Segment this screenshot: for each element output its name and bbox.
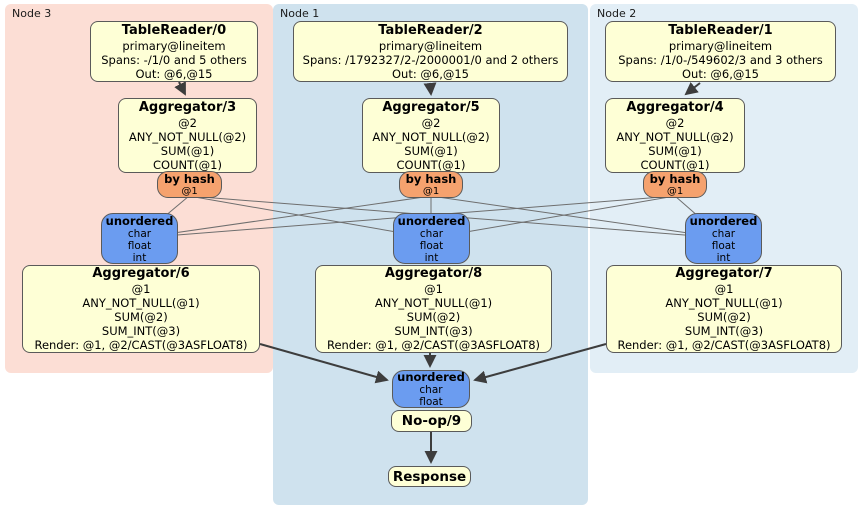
processor-detail: Spans: /1792327/2-/2000001/0 and 2 other…: [302, 52, 559, 67]
router-columns: @1: [181, 185, 198, 197]
processor-detail: @1: [714, 282, 734, 296]
sync-unordered-node3: unordered char float int: [101, 213, 178, 264]
router-columns: @1: [422, 185, 440, 197]
router-by-hash-node3: by hash @1: [157, 171, 222, 198]
processor-detail: ANY_NOT_NULL(@2): [128, 129, 247, 144]
processor-detail: COUNT(@1): [640, 157, 710, 172]
router-title: by hash: [405, 171, 457, 186]
router-by-hash-node1: by hash @1: [399, 171, 463, 198]
processor-detail: SUM(@2): [406, 310, 461, 324]
processor-aggregator-8: Aggregator/8 @1 ANY_NOT_NULL(@1) SUM(@2)…: [315, 265, 552, 353]
sync-unordered-final: unordered char float: [392, 370, 470, 408]
sync-type: float: [711, 239, 736, 252]
sync-type: int: [132, 251, 147, 264]
processor-detail: Render: @1, @2/CAST(@3ASFLOAT8): [617, 338, 831, 352]
sync-unordered-node1: unordered char float int: [393, 213, 470, 264]
processor-tablereader-1: TableReader/1 primary@lineitem Spans: /1…: [605, 21, 836, 82]
processor-title: TableReader/2: [378, 22, 483, 38]
processor-detail: primary@lineitem: [378, 38, 483, 53]
processor-detail: Render: @1, @2/CAST(@3ASFLOAT8): [326, 338, 541, 352]
sync-type: int: [716, 251, 731, 264]
processor-detail: @1: [131, 282, 151, 296]
processor-title: TableReader/0: [121, 22, 227, 38]
processor-title: Aggregator/4: [626, 99, 724, 115]
processor-detail: primary@lineitem: [668, 38, 773, 53]
processor-noop: No-op/9: [391, 410, 472, 432]
node-group-label: Node 3: [12, 7, 52, 20]
processor-detail: Render: @1, @2/CAST(@3ASFLOAT8): [34, 338, 248, 352]
router-title: by hash: [649, 171, 701, 186]
sync-type: char: [419, 227, 444, 240]
processor-detail: ANY_NOT_NULL(@1): [82, 296, 200, 310]
processor-detail: ANY_NOT_NULL(@1): [374, 296, 493, 310]
processor-detail: @1: [424, 282, 443, 296]
router-by-hash-node2: by hash @1: [643, 171, 707, 198]
edge-flow-arrows: [174, 81, 701, 464]
sync-type: float: [419, 239, 444, 252]
processor-detail: ANY_NOT_NULL(@1): [665, 296, 783, 310]
sync-title: unordered: [689, 213, 758, 228]
processor-detail: SUM_INT(@3): [101, 324, 181, 338]
sync-title: unordered: [105, 213, 174, 228]
processor-detail: Out: @6,@15: [682, 66, 759, 81]
processor-aggregator-6: Aggregator/6 @1 ANY_NOT_NULL(@1) SUM(@2)…: [22, 265, 260, 353]
sync-type: float: [127, 239, 152, 252]
processor-aggregator-7: Aggregator/7 @1 ANY_NOT_NULL(@1) SUM(@2)…: [606, 265, 842, 353]
processor-title: Aggregator/8: [384, 266, 483, 281]
processor-tablereader-2: TableReader/2 primary@lineitem Spans: /1…: [293, 21, 568, 82]
processor-detail: COUNT(@1): [153, 157, 222, 172]
processor-title: Aggregator/5: [382, 99, 480, 115]
processor-title: TableReader/1: [668, 22, 773, 38]
sync-type: int: [424, 251, 439, 264]
processor-detail: Spans: /1/0-/549602/3 and 3 others: [618, 52, 823, 67]
processor-detail: SUM_INT(@3): [394, 324, 473, 338]
sync-unordered-node2: unordered char float int: [685, 213, 762, 264]
processor-title: No-op/9: [401, 413, 462, 429]
router-columns: @1: [666, 185, 684, 197]
processor-detail: SUM(@1): [404, 143, 458, 158]
processor-detail: SUM(@2): [697, 310, 751, 324]
router-title: by hash: [164, 171, 215, 186]
processor-aggregator-4: Aggregator/4 @2 ANY_NOT_NULL(@2) SUM(@1)…: [605, 98, 745, 173]
processor-aggregator-3: Aggregator/3 @2 ANY_NOT_NULL(@2) SUM(@1)…: [118, 98, 257, 173]
processor-detail: COUNT(@1): [396, 157, 466, 172]
processor-detail: @2: [178, 115, 197, 130]
processor-detail: Spans: -/1/0 and 5 others: [101, 52, 247, 67]
processor-detail: @2: [421, 115, 441, 130]
sync-type: char: [127, 227, 152, 240]
processor-tablereader-0: TableReader/0 primary@lineitem Spans: -/…: [90, 21, 258, 82]
node-group-label: Node 1: [280, 7, 320, 20]
sync-title: unordered: [397, 370, 465, 384]
processor-detail: SUM(@2): [114, 310, 168, 324]
processor-title: Response: [392, 468, 467, 485]
processor-detail: SUM_INT(@3): [684, 324, 764, 338]
processor-detail: primary@lineitem: [122, 38, 226, 53]
sync-title: unordered: [397, 213, 466, 228]
processor-detail: SUM(@1): [160, 143, 215, 158]
node-group-label: Node 2: [597, 7, 637, 20]
sync-type: char: [419, 384, 443, 396]
processor-detail: ANY_NOT_NULL(@2): [616, 129, 734, 144]
processor-detail: Out: @6,@15: [392, 66, 469, 81]
processor-detail: ANY_NOT_NULL(@2): [372, 129, 490, 144]
processor-title: Aggregator/6: [92, 266, 190, 281]
processor-title: Aggregator/7: [675, 266, 773, 281]
processor-detail: Out: @6,@15: [135, 66, 213, 81]
sync-type: float: [419, 396, 443, 408]
processor-title: Aggregator/3: [138, 99, 237, 115]
processor-aggregator-5: Aggregator/5 @2 ANY_NOT_NULL(@2) SUM(@1)…: [362, 98, 500, 173]
processor-response: Response: [388, 466, 471, 487]
processor-detail: SUM(@1): [648, 143, 702, 158]
processor-detail: @2: [665, 115, 685, 130]
sync-type: char: [711, 227, 736, 240]
